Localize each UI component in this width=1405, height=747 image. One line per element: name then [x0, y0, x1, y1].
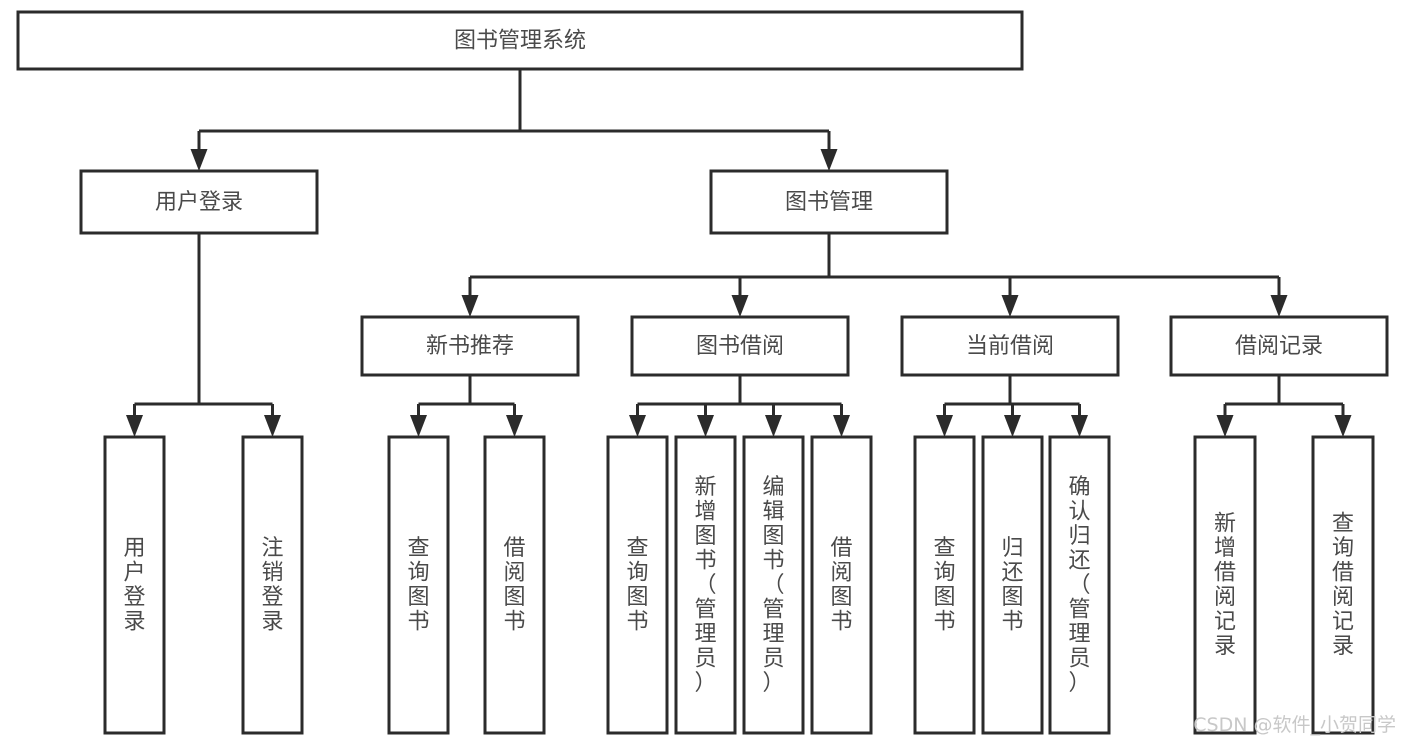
- node-label: 用户登录: [123, 536, 145, 635]
- arrow-head-icon: [936, 415, 953, 437]
- node-leaf-user-login[interactable]: 用户登录: [103, 435, 166, 735]
- node-new-book-recommend[interactable]: 新书推荐: [360, 315, 580, 377]
- node-borrow-record[interactable]: 借阅记录: [1169, 315, 1389, 377]
- node-label: 借阅记录: [1235, 334, 1323, 359]
- node-label: 新增图书（管理员）: [694, 475, 716, 696]
- node-box[interactable]: [742, 435, 805, 735]
- node-box[interactable]: [981, 435, 1044, 735]
- node-leaf-edit-book[interactable]: 编辑图书（管理员）: [742, 435, 805, 735]
- node-box[interactable]: [79, 169, 319, 235]
- arrow-head-icon: [765, 415, 782, 437]
- node-box[interactable]: [16, 10, 1024, 71]
- arrow-head-icon: [126, 415, 143, 437]
- node-leaf-query-record[interactable]: 查询借阅记录: [1311, 435, 1375, 735]
- node-box[interactable]: [360, 315, 580, 377]
- arrow-head-icon: [697, 415, 714, 437]
- node-box[interactable]: [1193, 435, 1257, 735]
- node-box[interactable]: [606, 435, 669, 735]
- arrow-head-icon: [820, 149, 838, 171]
- arrow-head-icon: [1270, 295, 1288, 317]
- node-label: 确认归还（管理员）: [1068, 475, 1090, 696]
- node-box[interactable]: [241, 435, 304, 735]
- node-box[interactable]: [103, 435, 166, 735]
- node-leaf-borrow-book-rec[interactable]: 借阅图书: [483, 435, 546, 735]
- node-book-manage[interactable]: 图书管理: [709, 169, 949, 235]
- node-label: 新增借阅记录: [1214, 512, 1236, 660]
- node-box[interactable]: [674, 435, 737, 735]
- node-leaf-confirm-return[interactable]: 确认归还（管理员）: [1048, 435, 1111, 735]
- node-box[interactable]: [630, 315, 850, 377]
- node-label: 查询图书: [933, 536, 955, 635]
- node-label: 图书借阅: [696, 334, 784, 359]
- connector-group-book-borrow: [629, 375, 850, 437]
- node-label: 图书管理: [785, 190, 873, 215]
- arrow-head-icon: [833, 415, 850, 437]
- connector-group-book-manage: [461, 233, 1288, 317]
- node-label: 用户登录: [155, 190, 243, 215]
- arrow-head-icon: [1001, 295, 1019, 317]
- connector-group-current-borrow: [936, 375, 1088, 437]
- node-current-borrow[interactable]: 当前借阅: [900, 315, 1120, 377]
- arrow-head-icon: [629, 415, 646, 437]
- node-root[interactable]: 图书管理系统: [16, 10, 1024, 71]
- arrow-head-icon: [1216, 415, 1234, 437]
- node-label: 借阅图书: [830, 536, 852, 635]
- node-label: 查询借阅记录: [1332, 512, 1354, 660]
- node-box[interactable]: [913, 435, 976, 735]
- node-layer: 图书管理系统用户登录图书管理新书推荐图书借阅当前借阅借阅记录用户登录注销登录查询…: [16, 10, 1389, 735]
- node-label: 当前借阅: [966, 334, 1054, 359]
- node-box[interactable]: [810, 435, 873, 735]
- arrow-head-icon: [1071, 415, 1088, 437]
- connector-group-user-login: [126, 233, 281, 437]
- node-label: 查询图书: [407, 536, 429, 635]
- connector-group-borrow-record: [1216, 375, 1352, 437]
- node-leaf-logout[interactable]: 注销登录: [241, 435, 304, 735]
- watermark-layer: CSDN @软件_小贺同学: [1193, 714, 1396, 736]
- node-label: 新书推荐: [426, 334, 514, 359]
- node-user-login[interactable]: 用户登录: [79, 169, 319, 235]
- node-label: 查询图书: [626, 536, 648, 635]
- node-leaf-add-record[interactable]: 新增借阅记录: [1193, 435, 1257, 735]
- node-leaf-query-book-current[interactable]: 查询图书: [913, 435, 976, 735]
- node-box[interactable]: [483, 435, 546, 735]
- arrow-head-icon: [190, 149, 208, 171]
- node-box[interactable]: [709, 169, 949, 235]
- connector-group-new-book-recommend: [410, 375, 523, 437]
- node-leaf-query-book-rec[interactable]: 查询图书: [387, 435, 450, 735]
- node-label: 注销登录: [261, 536, 283, 635]
- node-label: 借阅图书: [503, 536, 525, 635]
- node-label: 归还图书: [1001, 536, 1023, 635]
- node-leaf-borrow-book[interactable]: 借阅图书: [810, 435, 873, 735]
- node-box[interactable]: [900, 315, 1120, 377]
- node-box[interactable]: [1311, 435, 1375, 735]
- node-leaf-return-book[interactable]: 归还图书: [981, 435, 1044, 735]
- node-book-borrow[interactable]: 图书借阅: [630, 315, 850, 377]
- arrow-head-icon: [461, 295, 479, 317]
- arrow-head-icon: [1004, 415, 1021, 437]
- arrow-head-icon: [410, 415, 427, 437]
- node-label: 图书管理系统: [454, 29, 586, 54]
- connector-layer: [126, 69, 1352, 437]
- arrow-head-icon: [506, 415, 523, 437]
- csdn-watermark: CSDN @软件_小贺同学: [1193, 714, 1396, 736]
- node-label: 编辑图书（管理员）: [762, 475, 784, 696]
- arrow-head-icon: [731, 295, 749, 317]
- connector-group-root: [190, 69, 838, 171]
- node-box[interactable]: [1169, 315, 1389, 377]
- arrow-head-icon: [1334, 415, 1352, 437]
- node-leaf-query-book-borrow[interactable]: 查询图书: [606, 435, 669, 735]
- arrow-head-icon: [264, 415, 281, 437]
- node-box[interactable]: [1048, 435, 1111, 735]
- node-leaf-add-book[interactable]: 新增图书（管理员）: [674, 435, 737, 735]
- node-box[interactable]: [387, 435, 450, 735]
